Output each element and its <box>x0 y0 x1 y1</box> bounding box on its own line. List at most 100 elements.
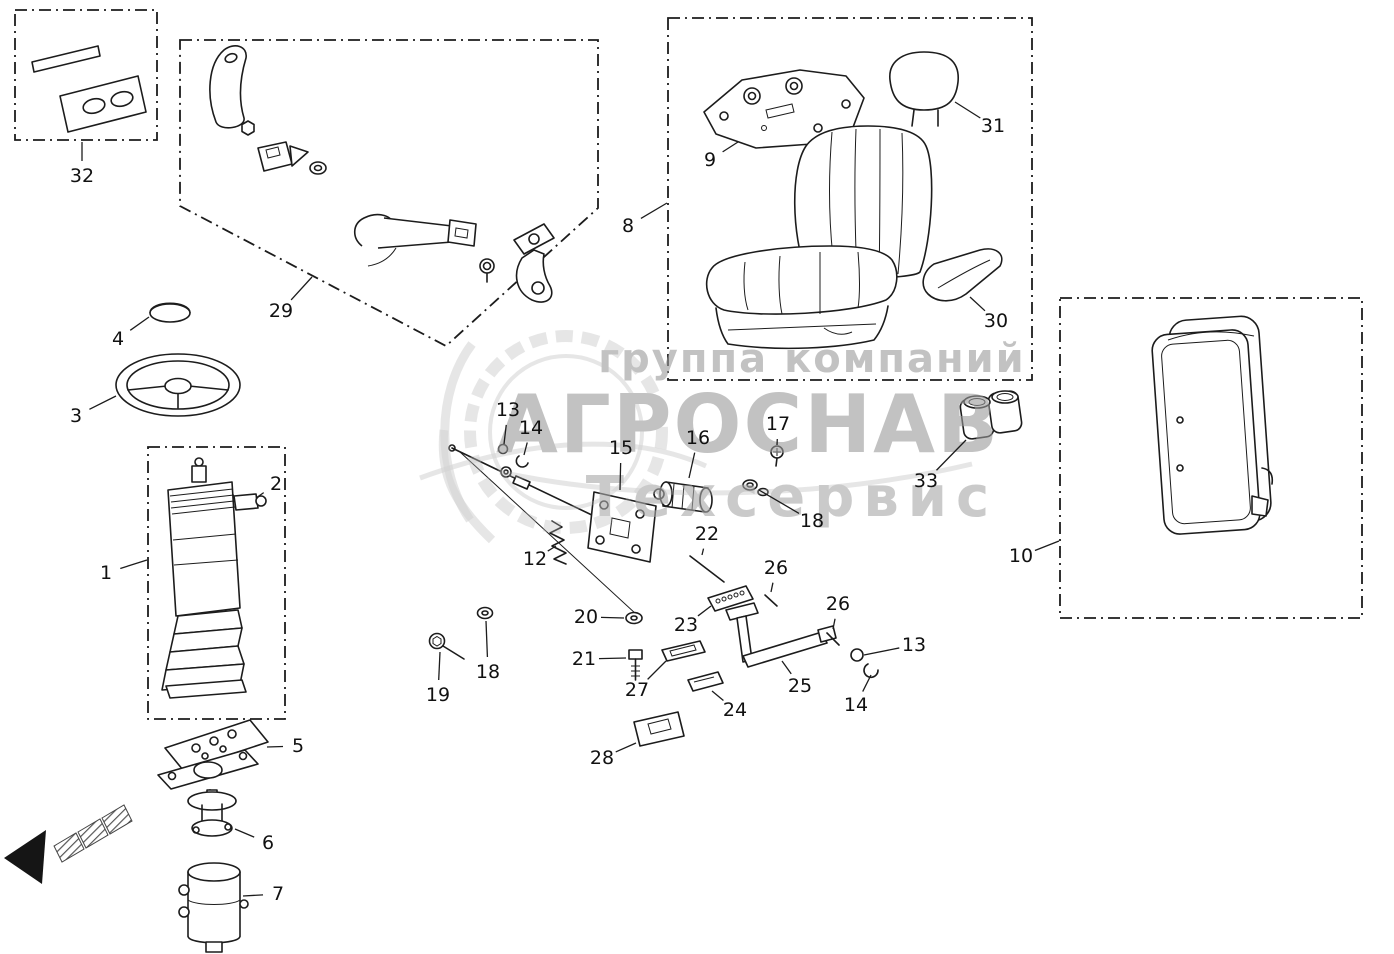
callout-leader-line-14 <box>523 442 528 456</box>
callout-label-26: 26 <box>764 557 788 579</box>
part-bolt-19 <box>428 632 465 660</box>
callout-leader-line-23 <box>697 605 712 617</box>
callout-leader-line-20 <box>600 616 625 619</box>
part-plate-27 <box>661 640 706 662</box>
callout-label-4: 4 <box>112 328 124 350</box>
callout-label-21: 21 <box>572 648 596 670</box>
callout-leader-line-27 <box>647 660 667 680</box>
part-headrest-31 <box>889 51 959 127</box>
callout-label-28: 28 <box>590 747 614 769</box>
watermark-swoosh-1 <box>419 441 708 481</box>
watermark-service-text: Техсервис <box>586 465 998 530</box>
callout-leader-line-31 <box>954 101 981 119</box>
callout-leader-line-18 <box>758 489 800 514</box>
watermark-swoosh-2 <box>499 461 973 496</box>
boundary-box-1 <box>147 446 286 720</box>
part-seatbelt-set-29 <box>209 45 555 303</box>
part-cup-holder-33 <box>959 390 1023 440</box>
callout-label-1: 1 <box>100 562 112 584</box>
callout-label-25: 25 <box>788 675 812 697</box>
callout-label-9: 9 <box>704 149 716 171</box>
watermark-brand-text: АГРОСНАВ <box>496 378 1000 471</box>
watermark-laurel-left <box>440 341 476 523</box>
callout-leader-line-19 <box>438 651 441 681</box>
part-seat-backrest <box>793 125 933 279</box>
callout-label-30: 30 <box>984 310 1008 332</box>
callout-leader-line-13 <box>863 647 900 656</box>
callout-label-20: 20 <box>574 606 598 628</box>
part-bolt-17 <box>770 445 784 467</box>
callout-leader-line-21 <box>598 657 627 660</box>
callout-label-31: 31 <box>981 115 1005 137</box>
part-seat-cushion <box>705 245 898 350</box>
part-strip-23 <box>707 585 754 612</box>
callout-leader-line-18 <box>485 620 489 658</box>
part-seat-assembly-8 <box>703 51 1003 350</box>
callout-label-6: 6 <box>262 832 274 854</box>
callout-label-29: 29 <box>269 300 293 322</box>
callout-leader-line-9 <box>722 141 739 153</box>
part-rod-22 <box>689 555 725 583</box>
callout-leader-line-28 <box>615 742 637 753</box>
part-steering-unit-7 <box>178 862 249 953</box>
watermark: группа компаний АГРОСНАВ Техсервис <box>419 330 1025 544</box>
part-joystick-1 <box>161 457 267 699</box>
callout-label-22: 22 <box>695 523 719 545</box>
part-lever-25 <box>725 602 837 668</box>
part-connector-2 <box>233 493 267 511</box>
callout-label-10: 10 <box>1009 545 1033 567</box>
callout-leader-line-3 <box>89 395 117 410</box>
callout-leader-line-26 <box>770 582 774 593</box>
callout-leader-line-5 <box>266 745 284 748</box>
part-ring-13b <box>850 648 864 662</box>
callout-leader-line-10 <box>1034 540 1060 552</box>
callout-leader-line-29 <box>290 276 313 301</box>
callout-label-24: 24 <box>723 699 747 721</box>
callout-label-15: 15 <box>609 437 633 459</box>
callout-leader-line-26 <box>832 618 836 630</box>
callout-label-13: 13 <box>902 634 926 656</box>
part-screw-21 <box>628 649 643 681</box>
callout-leader-line-4 <box>129 316 150 331</box>
callout-label-2: 2 <box>270 473 282 495</box>
callout-label-5: 5 <box>292 735 304 757</box>
callout-label-17: 17 <box>766 413 790 435</box>
callout-label-12: 12 <box>523 548 547 570</box>
callout-leader-line-12 <box>547 545 557 552</box>
callout-label-18: 18 <box>476 661 500 683</box>
callout-leader-line-7 <box>242 894 264 897</box>
callout-leader-line-24 <box>711 690 724 701</box>
callout-label-14: 14 <box>519 417 543 439</box>
part-clip-14b <box>863 663 879 679</box>
watermark-group-text: группа компаний <box>598 336 1025 382</box>
watermark-inner-ring <box>488 354 644 510</box>
callout-label-23: 23 <box>674 614 698 636</box>
callout-leader-line-16 <box>688 452 696 479</box>
callout-leader-line-8 <box>640 202 668 219</box>
callout-label-26: 26 <box>826 593 850 615</box>
part-bracket-15 <box>587 491 657 563</box>
part-mounting-plate-5 <box>157 719 269 801</box>
boundary-box-32 <box>14 9 158 141</box>
part-pin-26b <box>826 632 840 646</box>
part-cylinder-16 <box>653 481 713 513</box>
part-cap-4 <box>149 302 191 323</box>
part-folded-backrest-10 <box>1151 315 1274 535</box>
callout-leader-line-22 <box>701 548 705 556</box>
part-swivel-joint-6 <box>187 789 237 837</box>
watermark-laurel-left2 <box>438 429 496 544</box>
callout-leader-line-1 <box>120 559 148 570</box>
callout-leader-line-13 <box>503 424 507 445</box>
direction-arrow <box>4 804 133 884</box>
callout-leader-line-14 <box>862 674 872 692</box>
part-seat-base-plate-9 <box>703 69 865 149</box>
callout-label-27: 27 <box>625 679 649 701</box>
callout-leader-line-2 <box>255 492 265 499</box>
callout-label-3: 3 <box>70 405 82 427</box>
part-washer-18b <box>476 606 494 620</box>
part-steering-wheel-3 <box>115 353 241 417</box>
callout-label-19: 19 <box>426 684 450 706</box>
part-pin-26a <box>764 594 778 607</box>
callout-leader-line-6 <box>234 828 255 838</box>
